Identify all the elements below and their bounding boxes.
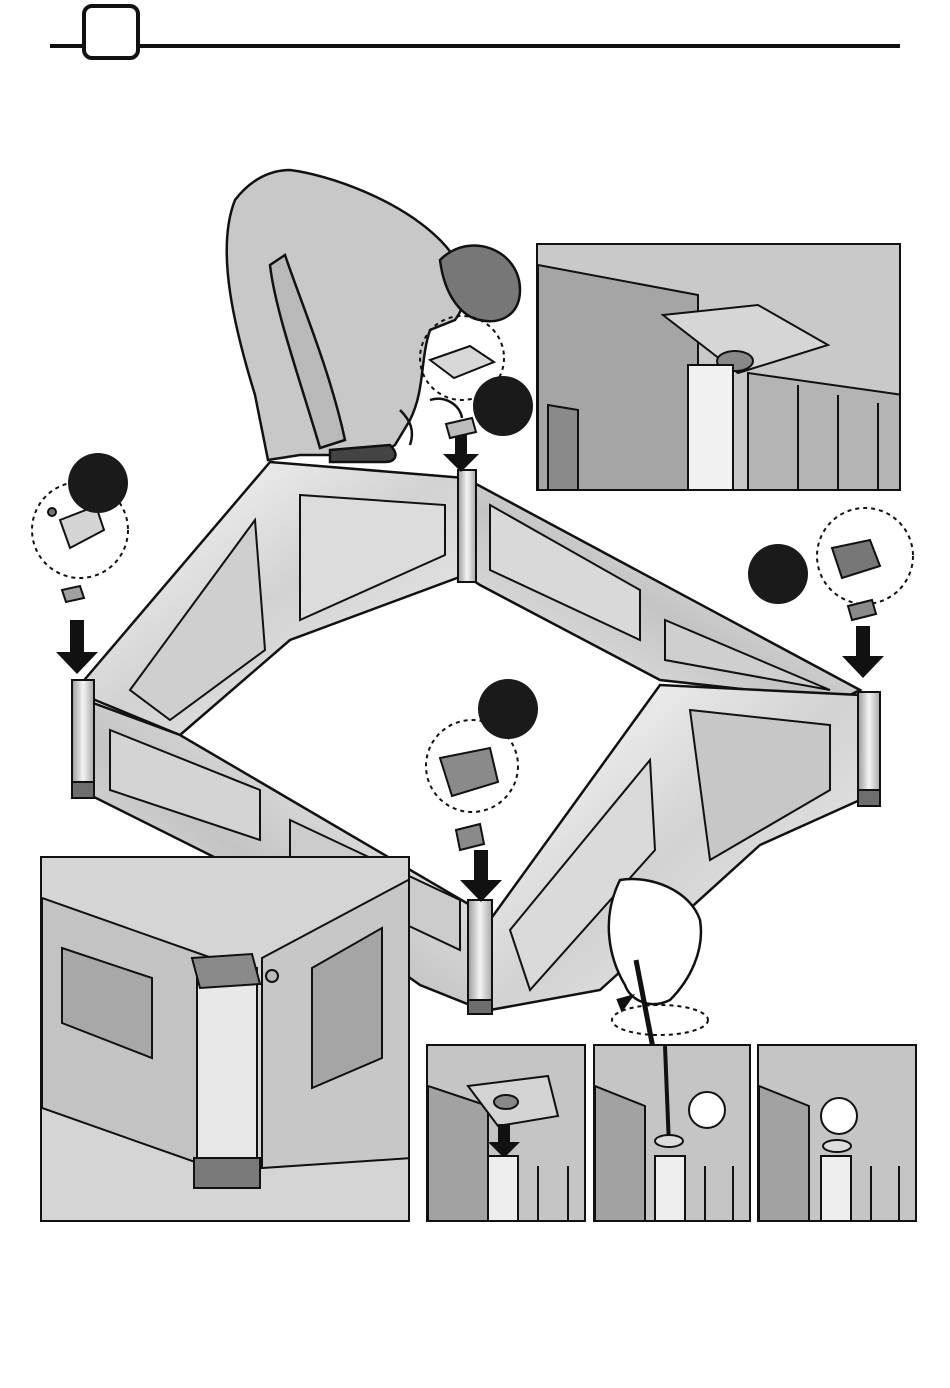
inset-screw-step-3 bbox=[757, 1044, 917, 1222]
marker-right bbox=[748, 544, 808, 604]
inset-screw-step-2 bbox=[593, 1044, 751, 1222]
marker-top-center bbox=[473, 376, 533, 436]
inset-post-detail bbox=[40, 856, 410, 1222]
inset-screw-step-1 bbox=[426, 1044, 586, 1222]
marker-left bbox=[68, 453, 128, 513]
inset-corner-cap-detail bbox=[536, 243, 901, 491]
marker-center bbox=[478, 679, 538, 739]
